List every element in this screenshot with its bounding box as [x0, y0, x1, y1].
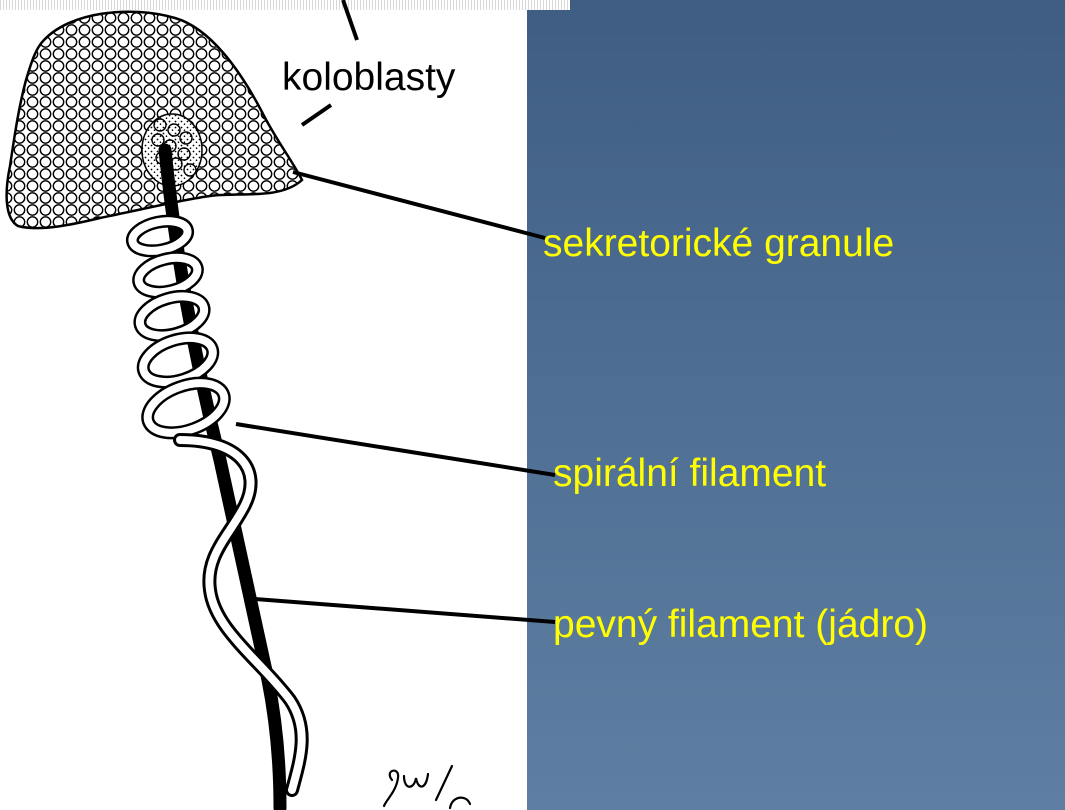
leader-line-spiral-filament	[236, 424, 555, 475]
label-solid-filament: pevný filament (jádro)	[553, 605, 928, 644]
leader-line-koloblasty-bottom	[302, 105, 331, 125]
leader-line-secretory-granules	[293, 172, 545, 238]
label-spiral-filament: spirální filament	[553, 454, 826, 493]
leader-line-koloblasty-top	[343, 0, 357, 40]
label-koloblasty: koloblasty	[282, 58, 455, 97]
label-secretory-granules: sekretorické granule	[543, 224, 894, 263]
leader-line-solid-filament	[255, 599, 555, 622]
artist-signature	[384, 766, 470, 808]
